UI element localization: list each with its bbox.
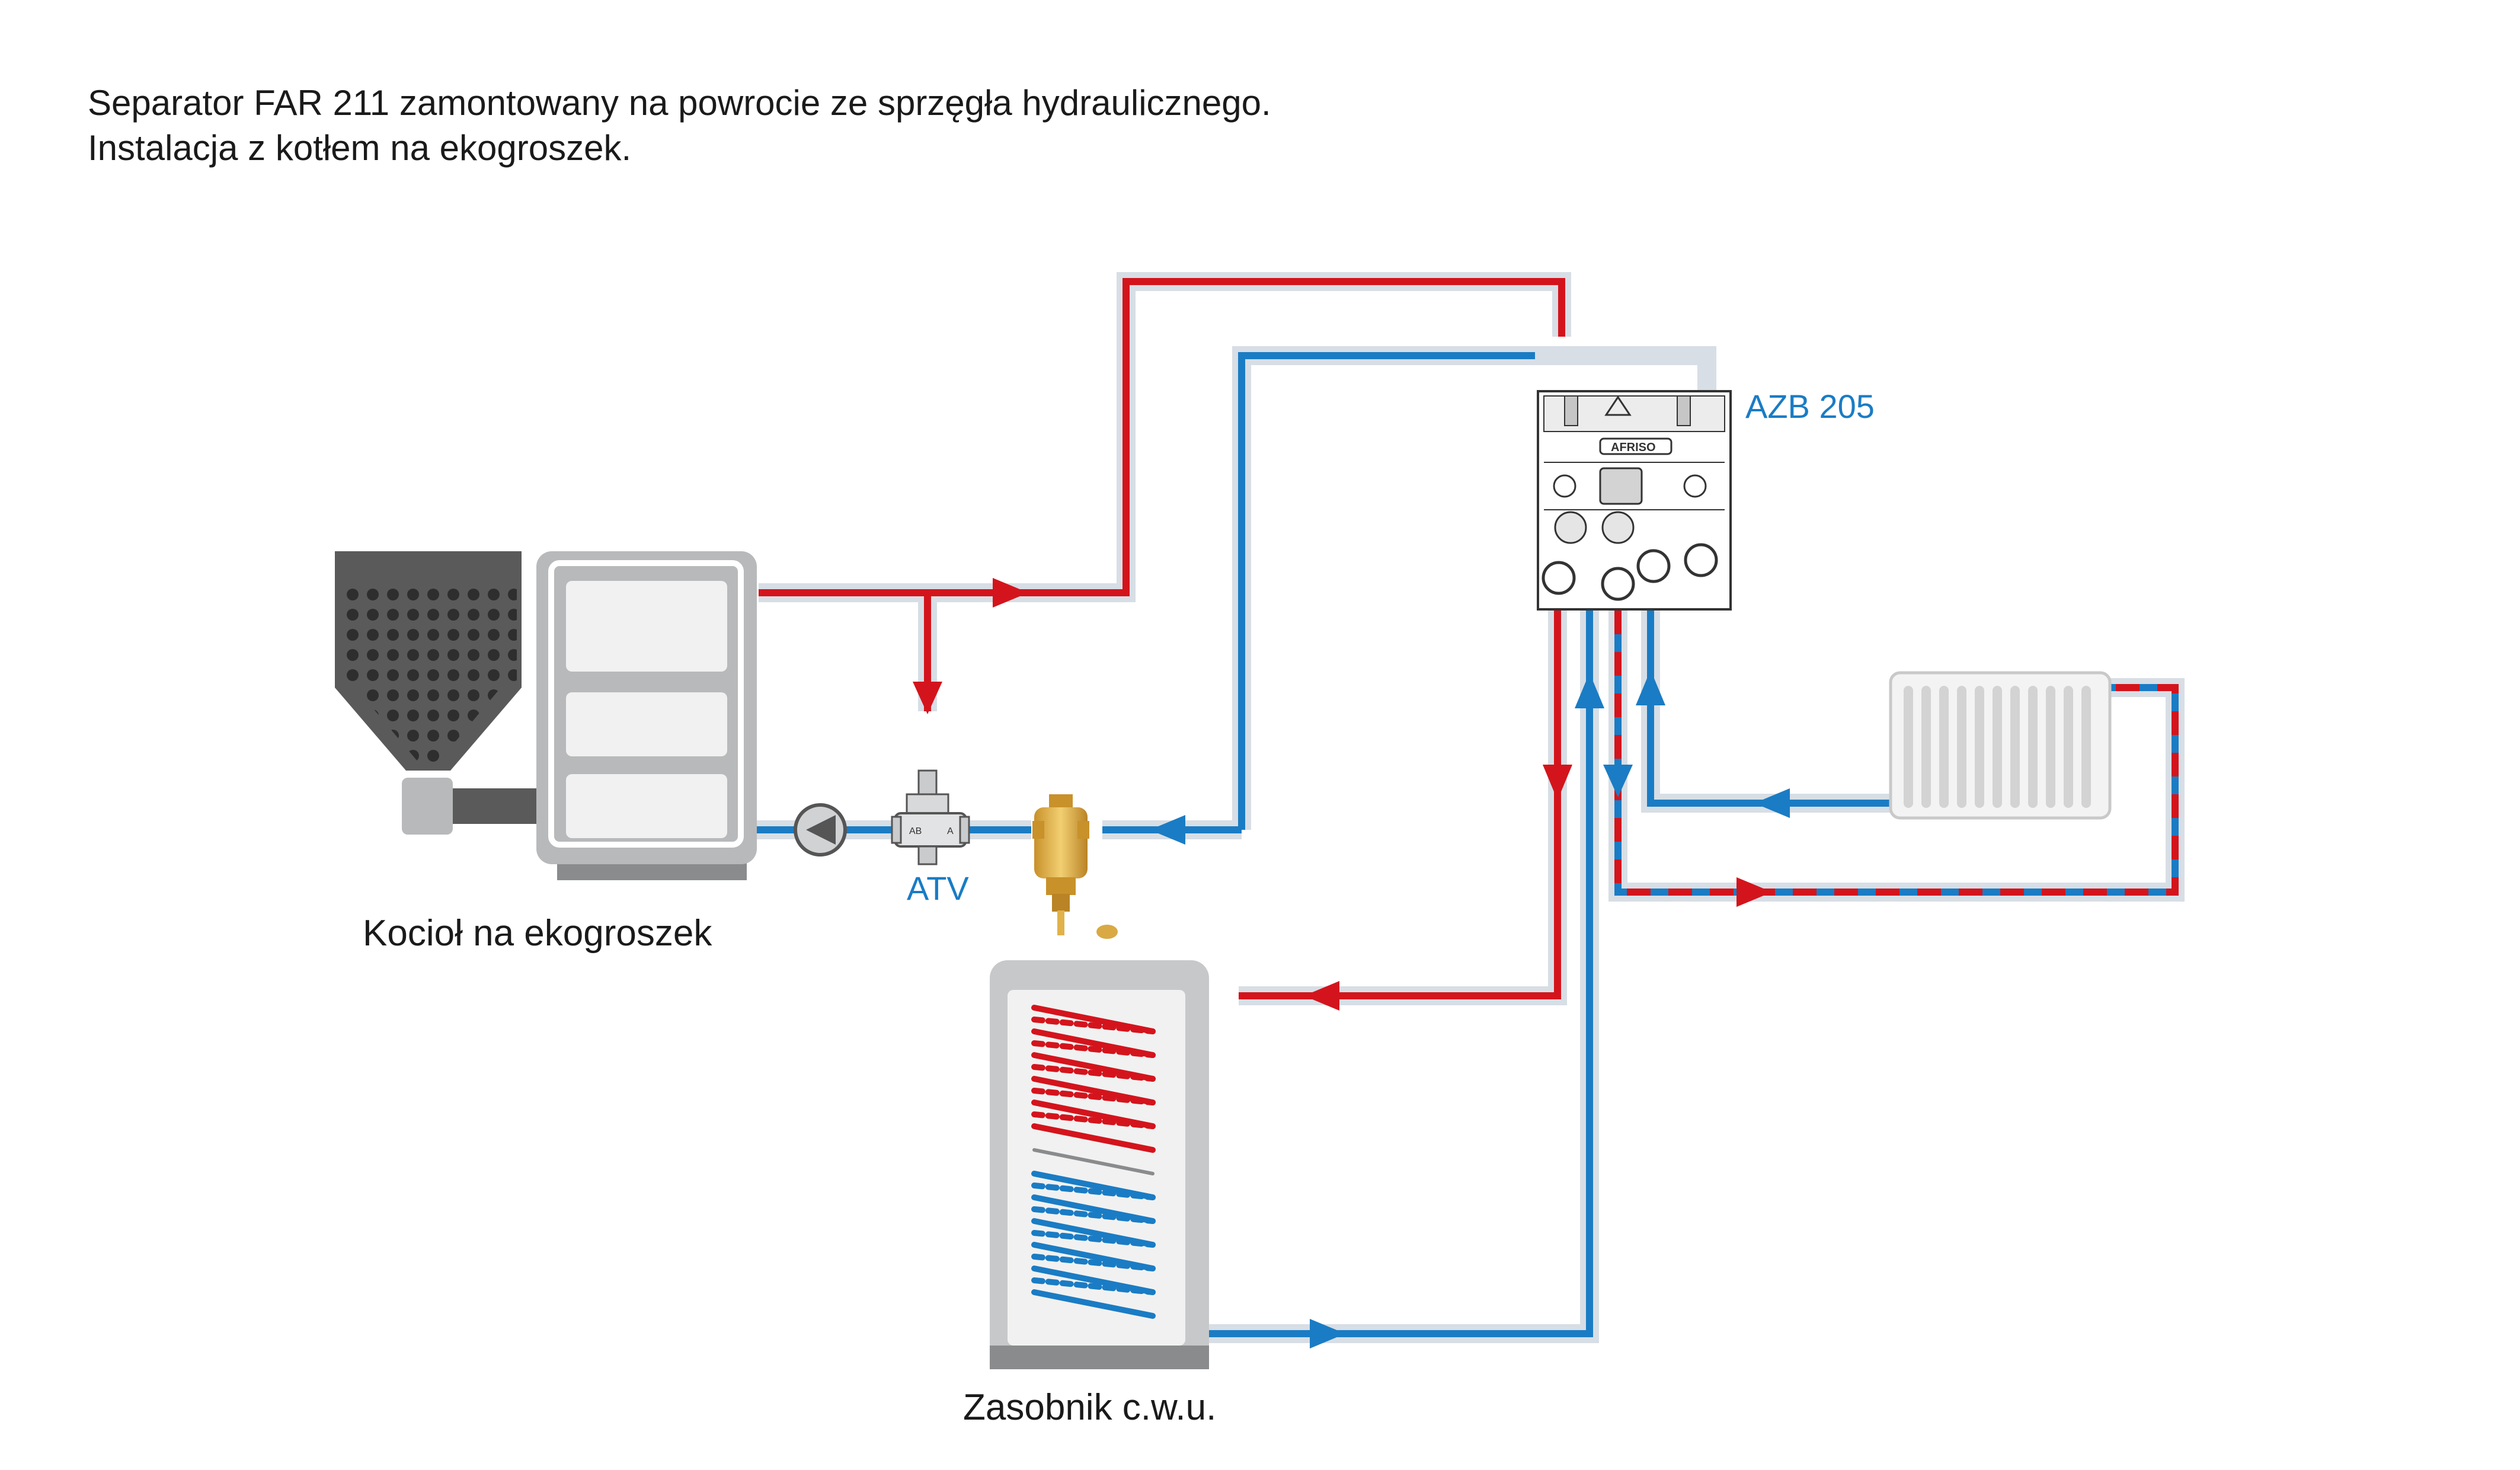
flow-arrow-icon [1754,788,1790,818]
flow-arrow-icon [1304,981,1339,1011]
flow-arrow-icon [1575,673,1604,708]
diagram-title-line-2: Instalacja z kotłem na ekogroszek. [88,128,631,168]
radiator-icon [1889,671,2112,820]
radiator-return-pipe [1647,611,1891,807]
tank-coil-return-pipe [1209,611,1593,1337]
flow-arrow-icon [1603,765,1633,797]
flow-arrow-icon [993,578,1028,608]
boiler-label: Kocioł na ekogroszek [363,913,712,954]
flow-arrow-icon [1310,1319,1345,1348]
atv-label: ATV [907,870,969,907]
flow-arrow-icon [1636,670,1665,705]
hopper-grate [339,581,517,688]
hot-water-tank-icon [990,960,1209,1369]
mixing-valve-icon: AB A [891,769,970,865]
supply-pipes [759,278,1565,999]
flow-arrows [913,578,1790,1348]
radiator-supply-pipe [1614,611,2179,896]
tank-coil-supply-pipe [1239,611,1561,999]
atv-port-a: A [947,826,954,836]
tank-label: Zasobnik c.w.u. [963,1387,1216,1428]
flow-arrow-icon [1543,765,1572,800]
diagram-title-line-1: Separator FAR 211 zamontowany na powroci… [88,83,1271,123]
flow-arrow-icon [1737,877,1772,907]
boiler-door-3 [566,774,727,838]
hydraulic-module-icon: AFRISO [1537,390,1732,611]
feeder-pipe [439,788,539,824]
feeder-motor [402,778,453,835]
azb-brand-mark: AFRISO [1611,441,1656,454]
atv-port-ab: AB [909,826,922,836]
boiler-supply-pipe [759,278,1565,596]
module-return-pipe [1238,352,1535,830]
heating-coil [1031,1005,1156,1319]
azb-label: AZB 205 [1745,388,1875,425]
boiler-icon [335,551,757,880]
boiler-door-1 [566,581,727,672]
flow-arrow-icon [913,682,942,714]
separator-icon [1032,794,1118,939]
pump-icon [794,803,847,857]
boiler-door-2 [566,692,727,756]
flow-arrow-icon [1150,815,1185,845]
